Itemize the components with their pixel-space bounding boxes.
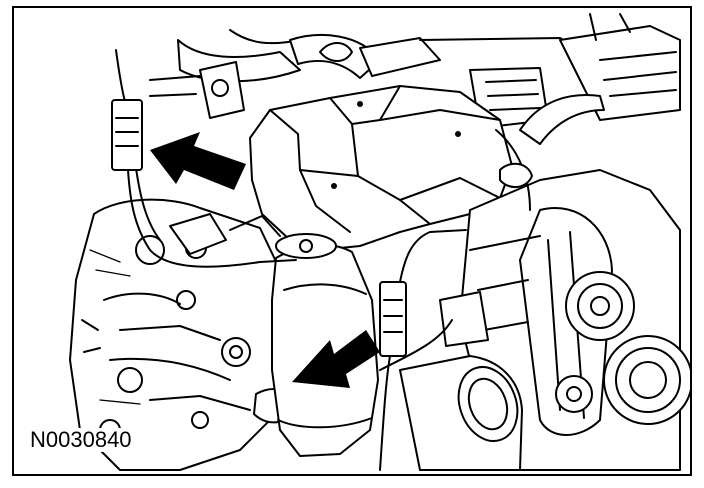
upstream-oxygen-sensor-connector	[111, 99, 143, 171]
callout-arrow-lower	[292, 330, 380, 388]
callout-arrow-upper	[150, 132, 246, 190]
downstream-oxygen-sensor-harness	[379, 229, 467, 471]
figure-id-label: N0030840	[28, 427, 134, 452]
transaxle	[69, 198, 301, 471]
downstream-oxygen-sensor-connector	[379, 281, 407, 357]
intake-pipe	[379, 319, 523, 471]
upstream-oxygen-sensor-harness	[111, 49, 297, 268]
figure-frame	[12, 6, 692, 476]
heat-shield	[249, 85, 513, 251]
